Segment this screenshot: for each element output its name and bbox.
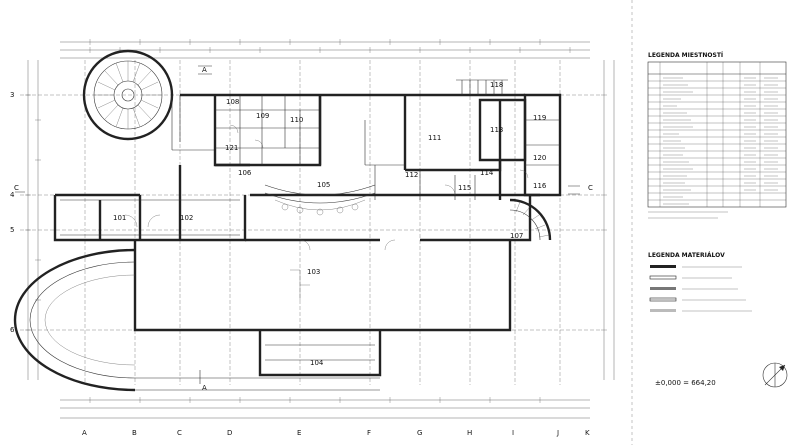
room-119-label: 119 <box>533 114 546 122</box>
grid-row-4: 4 <box>10 191 15 199</box>
room-101-label: 101 <box>113 214 126 222</box>
room-112-label: 112 <box>405 171 418 179</box>
north-arrow-icon <box>762 362 788 388</box>
room-106-label: 106 <box>238 169 252 177</box>
room-labels: 101 102 103 104 105 106 107 108 109 110 … <box>113 81 547 367</box>
grid-col-i: I <box>512 429 514 437</box>
grid-col-k: K <box>585 429 590 437</box>
room-114-label: 114 <box>480 169 494 177</box>
spiral-staircase <box>82 49 215 151</box>
grid-row-5: 5 <box>10 226 14 234</box>
room-102-label: 102 <box>180 214 193 222</box>
grid-col-j: J <box>556 429 559 437</box>
elevation-note: ±0,000 = 664,20 <box>655 379 716 387</box>
grid-col-a: A <box>82 429 87 437</box>
room-103-label: 103 <box>307 268 320 276</box>
room-121-label: 121 <box>225 144 238 152</box>
door-swings <box>124 124 529 300</box>
grid-col-f: F <box>367 429 371 437</box>
grid-col-e: E <box>297 429 301 437</box>
section-mark-c-left: C <box>14 184 19 192</box>
room-108-label: 108 <box>226 98 239 106</box>
room-113-label: 113 <box>490 126 503 134</box>
room-115-label: 115 <box>458 184 471 192</box>
section-mark-a-bottom: A <box>202 384 207 392</box>
grid-col-c: C <box>177 429 182 437</box>
room-111-label: 111 <box>428 134 441 142</box>
building-walls <box>53 93 562 377</box>
section-marks: A A C C <box>14 65 593 392</box>
grid-column-labels: A B C D E F G H I J K <box>82 429 590 437</box>
room-105-label: 105 <box>317 181 330 189</box>
room-110-label: 110 <box>290 116 303 124</box>
grid-col-b: B <box>132 429 137 437</box>
room-109-label: 109 <box>256 112 269 120</box>
legend-materials-title: LEGENDA MATERIÁLOV <box>648 252 725 259</box>
section-mark-c-right: C <box>588 184 593 192</box>
grid-col-d: D <box>227 429 232 437</box>
legend-rooms-title: LEGENDA MIESTNOSTÍ <box>648 51 724 59</box>
curved-lobby <box>264 184 376 216</box>
legend-materials: LEGENDA MATERIÁLOV <box>648 252 752 312</box>
room-118-label: 118 <box>490 81 503 89</box>
room-116-label: 116 <box>533 182 547 190</box>
grid-col-g: G <box>417 429 422 437</box>
grid-row-3: 3 <box>10 91 14 99</box>
legend-rooms: LEGENDA MIESTNOSTÍ <box>647 51 787 219</box>
grid-row-6: 6 <box>10 326 15 334</box>
grid-col-h: H <box>467 429 472 437</box>
grid-row-labels: 3 4 5 6 <box>10 91 15 334</box>
room-107-label: 107 <box>510 232 523 240</box>
room-104-label: 104 <box>310 359 324 367</box>
room-120-label: 120 <box>533 154 546 162</box>
round-terrace <box>13 248 380 392</box>
right-curved-stair <box>456 79 552 241</box>
section-mark-a-top: A <box>202 66 207 74</box>
